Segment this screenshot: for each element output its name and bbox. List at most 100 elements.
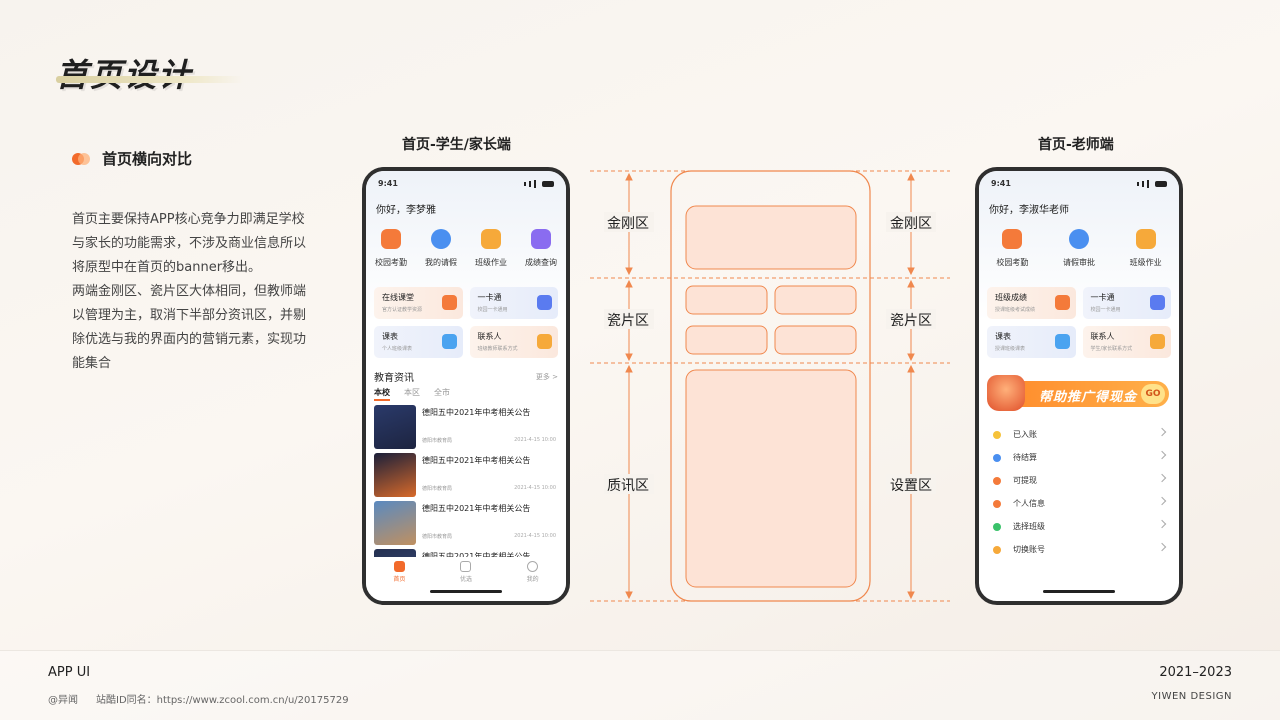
teacher-phone: 9:41 你好，李淑华老师 校园考勤 请假审批 班级作业 班级成绩 授课班级考试… bbox=[975, 167, 1183, 605]
tab-district[interactable]: 本区 bbox=[404, 388, 420, 397]
menu-label: 待结算 bbox=[1013, 453, 1037, 462]
news-date: 2021-4-15 10:00 bbox=[514, 437, 556, 443]
kingkong-item-grades[interactable]: 成绩查询 bbox=[517, 229, 565, 268]
signal-icon bbox=[524, 179, 554, 188]
menu-item[interactable]: 切换账号 bbox=[993, 538, 1169, 561]
tabbar-home[interactable]: 首页 bbox=[393, 561, 405, 601]
kingkong-item-attendance[interactable]: 校园考勤 bbox=[367, 229, 415, 268]
description-line: 能集合 bbox=[72, 356, 112, 371]
description: 首页主要保持APP核心竞争力即满足学校 与家长的功能需求，不涉及商业信息所以 将… bbox=[72, 208, 312, 376]
description-line: 首页主要保持APP核心竞争力即满足学校 bbox=[72, 212, 305, 227]
description-line: 两端金刚区、瓷片区大体相同，但教师端 bbox=[72, 284, 307, 299]
kingkong-item-leave[interactable]: 我的请假 bbox=[417, 229, 465, 268]
tile-subtitle: 校园一卡通用 bbox=[1090, 307, 1121, 313]
news-heading: 教育资讯 bbox=[374, 373, 414, 384]
tile-subtitle: 校园一卡通用 bbox=[477, 307, 508, 313]
tile-subtitle: 官方认证教学资源 bbox=[382, 307, 423, 313]
student-phone: 9:41 你好，李梦雅 校园考勤 我的请假 班级作业 成绩查询 在线课堂 官方认… bbox=[362, 167, 570, 605]
status-time: 9:41 bbox=[378, 179, 398, 188]
tile-subtitle: 授课班级考试成绩 bbox=[995, 307, 1036, 313]
chevron-right-icon bbox=[1157, 427, 1167, 437]
zone-label-left: 金刚区 bbox=[607, 216, 649, 232]
tile-subtitle: 个人班级课表 bbox=[382, 346, 413, 352]
kingkong-item-homework[interactable]: 班级作业 bbox=[1122, 229, 1170, 268]
news-item[interactable]: 德阳五中2021年中考相关公告 德阳市教育局 2021-4-15 10:00 bbox=[374, 405, 558, 449]
student-phone-label: 首页-学生/家长端 bbox=[402, 137, 511, 153]
teacher-phone-label: 首页-老师端 bbox=[1038, 137, 1114, 153]
kingkong-label: 我的请假 bbox=[425, 258, 457, 267]
news-title: 德阳五中2021年中考相关公告 bbox=[422, 551, 530, 562]
cash-icon bbox=[993, 476, 1001, 485]
home-icon bbox=[393, 561, 405, 572]
zone-label-right: 金刚区 bbox=[890, 216, 932, 232]
kingkong-label: 班级作业 bbox=[1129, 258, 1162, 267]
tile-contacts[interactable]: 联系人 班级教师联系方式 bbox=[469, 326, 558, 358]
menu-label: 已入账 bbox=[1013, 430, 1037, 439]
wireframe-kingkong-block bbox=[685, 205, 857, 270]
footer-brand: YIWEN DESIGN bbox=[1151, 691, 1232, 702]
section-heading: 首页横向对比 bbox=[72, 148, 192, 169]
switch-icon bbox=[993, 545, 1001, 554]
label-backplates bbox=[604, 212, 936, 494]
tile-campus-card[interactable]: 一卡通 校园一卡通用 bbox=[1082, 287, 1171, 319]
arrow-head bbox=[907, 353, 915, 362]
tile-subtitle: 授课班级课表 bbox=[995, 346, 1026, 352]
wireframe-tile-block bbox=[774, 325, 857, 355]
promo-banner[interactable]: 帮助推广得现金 GO bbox=[985, 375, 1175, 413]
tile-contacts[interactable]: 联系人 学生/家长联系方式 bbox=[1082, 326, 1171, 358]
calendar-icon bbox=[381, 229, 401, 249]
menu-item[interactable]: 已入账 bbox=[993, 423, 1169, 446]
greeting: 你好，李梦雅 bbox=[376, 205, 436, 216]
greeting: 你好，李淑华老师 bbox=[989, 205, 1069, 216]
kingkong-item-leave-approval[interactable]: 请假审批 bbox=[1055, 229, 1103, 268]
description-line: 以管理为主，取消下半部分资讯区，并剔 bbox=[72, 308, 307, 323]
kingkong-item-attendance[interactable]: 校园考勤 bbox=[988, 229, 1036, 268]
arrow-head bbox=[907, 591, 915, 600]
news-item[interactable]: 德阳五中2021年中考相关公告 德阳市教育局 2021-4-15 10:00 bbox=[374, 453, 558, 497]
arrow-head bbox=[625, 353, 633, 362]
news-item[interactable]: 德阳五中2021年中考相关公告 德阳市教育局 2021-4-15 10:00 bbox=[374, 501, 558, 545]
status-bar: 9:41 bbox=[378, 179, 554, 188]
kingkong-label: 班级作业 bbox=[475, 258, 507, 267]
tab-school[interactable]: 本校 bbox=[374, 387, 390, 401]
play-icon bbox=[441, 295, 457, 310]
tile-schedule[interactable]: 课表 授课班级课表 bbox=[987, 326, 1076, 358]
tile-campus-card[interactable]: 一卡通 校园一卡通用 bbox=[469, 287, 558, 319]
zone-dividers bbox=[590, 170, 950, 602]
tile-subtitle: 学生/家长联系方式 bbox=[1090, 346, 1133, 352]
description-line: 除优选与我的界面内的营销元素，实现功 bbox=[72, 332, 307, 347]
menu-item[interactable]: 个人信息 bbox=[993, 492, 1169, 515]
tile-schedule[interactable]: 课表 个人班级课表 bbox=[374, 326, 463, 358]
dimension-arrows bbox=[625, 172, 915, 600]
tabbar-featured[interactable]: 优选 bbox=[460, 561, 472, 601]
tile-subtitle: 班级教师联系方式 bbox=[477, 346, 518, 352]
tile-online-class[interactable]: 在线课堂 官方认证教学资源 bbox=[374, 287, 463, 319]
menu-item[interactable]: 待结算 bbox=[993, 446, 1169, 469]
tile-class-grades[interactable]: 班级成绩 授课班级考试成绩 bbox=[987, 287, 1076, 319]
wireframe-blocks bbox=[685, 205, 857, 588]
tile-area: 在线课堂 官方认证教学资源 一卡通 校园一卡通用 课表 个人班级课表 联系人 班… bbox=[374, 287, 558, 358]
news-tabs: 本校 本区 全市 bbox=[374, 387, 450, 401]
tile-title: 课表 bbox=[995, 332, 1011, 341]
arrow-head bbox=[907, 172, 915, 181]
banner-text: 帮助推广得现金 bbox=[1039, 390, 1138, 405]
status-bar: 9:41 bbox=[991, 179, 1167, 188]
chart-icon bbox=[531, 229, 551, 249]
menu-label: 选择班级 bbox=[1013, 522, 1045, 531]
footer-app-label: APP UI bbox=[48, 665, 91, 680]
arrow-head bbox=[625, 591, 633, 600]
arrow-head bbox=[625, 279, 633, 288]
tabbar-mine[interactable]: 我的 bbox=[527, 561, 539, 601]
chevron-right-icon bbox=[1157, 496, 1167, 506]
news-more-link[interactable]: 更多 > bbox=[535, 372, 558, 381]
menu-item[interactable]: 可提现 bbox=[993, 469, 1169, 492]
menu-item[interactable]: 选择班级 bbox=[993, 515, 1169, 538]
face-icon bbox=[527, 561, 539, 572]
arrow-head bbox=[907, 364, 915, 373]
wireframe-tile-block bbox=[774, 285, 857, 315]
banner-go-button[interactable]: GO bbox=[1141, 384, 1165, 404]
kingkong-item-homework[interactable]: 班级作业 bbox=[467, 229, 515, 268]
tab-city[interactable]: 全市 bbox=[434, 388, 450, 397]
chevron-right-icon bbox=[1157, 450, 1167, 460]
footer-id-link[interactable]: 站酷ID同名：https://www.zcool.com.cn/u/201757… bbox=[96, 695, 349, 706]
